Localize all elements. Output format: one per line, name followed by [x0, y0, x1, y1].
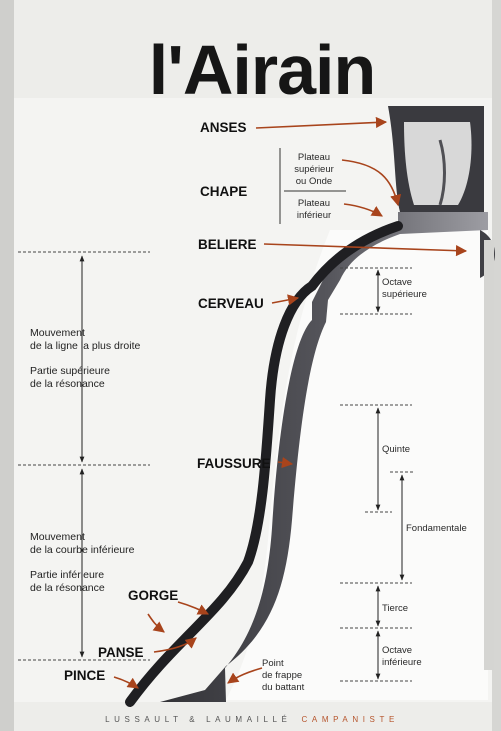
left-edge	[0, 0, 14, 731]
note-partie-sup-1: Partie supérieure	[30, 365, 110, 377]
interval-octave-sup-1: Octave	[382, 277, 412, 288]
label-beliere: BELIERE	[198, 237, 257, 252]
label-plateau-sup-2: supérieur	[294, 164, 334, 175]
interval-octave-inf-1: Octave	[382, 645, 412, 656]
footer-accent: CAMPANISTE	[302, 715, 399, 724]
note-mouvement-courbe-1: Mouvement	[30, 531, 85, 543]
footer: LUSSAULT & LAUMAILLÉ CAMPANISTE	[105, 715, 399, 724]
label-panse: PANSE	[98, 645, 144, 660]
label-pince: PINCE	[64, 668, 105, 683]
label-chape: CHAPE	[200, 184, 247, 199]
anses-inner	[404, 122, 472, 205]
interval-quinte: Quinte	[382, 444, 410, 455]
note-mouvement-droite-2: de la ligne la plus droite	[30, 340, 140, 352]
label-plateau-inf-1: Plateau	[298, 198, 330, 209]
label-plateau-inf-2: inférieur	[297, 210, 331, 221]
interval-fondamentale: Fondamentale	[406, 523, 467, 534]
note-partie-inf-2: de la résonance	[30, 582, 105, 594]
label-faussure: FAUSSURE	[197, 456, 271, 471]
note-partie-sup-2: de la résonance	[30, 378, 105, 390]
interval-octave-sup-2: supérieure	[382, 289, 427, 300]
label-frappe-1: Point	[262, 658, 284, 669]
footer-main: LUSSAULT & LAUMAILLÉ	[105, 715, 291, 724]
interval-octave-inf-2: inférieure	[382, 657, 422, 668]
label-frappe-3: du battant	[262, 682, 305, 693]
label-anses: ANSES	[200, 120, 247, 135]
right-strip	[484, 240, 494, 670]
note-partie-inf-1: Partie inférieure	[30, 569, 104, 581]
label-gorge: GORGE	[128, 588, 178, 603]
label-frappe-2: de frappe	[262, 670, 302, 681]
label-plateau-sup-3: ou Onde	[296, 176, 332, 187]
page-title: l'Airain	[149, 31, 375, 109]
note-mouvement-droite-1: Mouvement	[30, 327, 85, 339]
label-plateau-sup-1: Plateau	[298, 152, 330, 163]
label-cerveau: CERVEAU	[198, 296, 264, 311]
note-mouvement-courbe-2: de la courbe inférieure	[30, 544, 135, 556]
interval-tierce: Tierce	[382, 603, 408, 614]
